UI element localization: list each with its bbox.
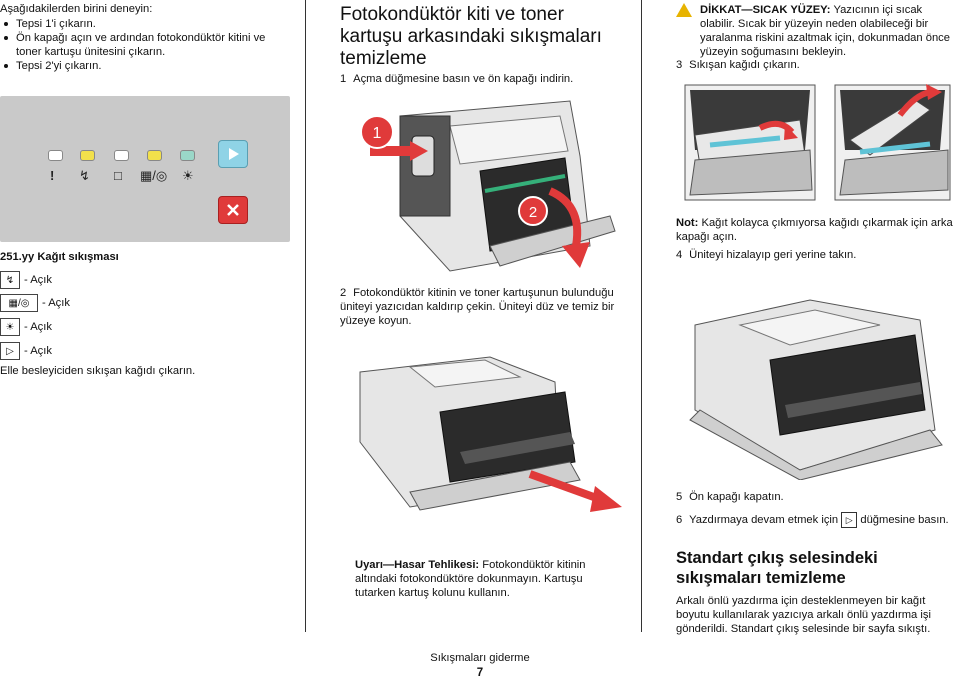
status-text: - Açık	[24, 274, 52, 286]
page-number: 7	[476, 667, 484, 679]
status-line: ▷ - Açık	[0, 342, 52, 360]
callout-1-number: 1	[373, 125, 382, 142]
list-item: Ön kapağı açın ve ardından fotokondüktör…	[0, 31, 290, 59]
printer-open-illustration: 1 2	[360, 100, 616, 272]
callout-2-badge	[518, 196, 548, 226]
led-indicator	[180, 150, 195, 161]
toner-photoconductor-icon: ▦/◎	[0, 294, 38, 312]
paper-jam-icon: ↯	[79, 168, 90, 183]
footer-title: Sıkışmaları giderme	[430, 652, 530, 664]
step-5: 5 Ön kapağı kapatın.	[676, 491, 784, 503]
step-4: 4 Üniteyi hizalayıp geri yerine takın.	[676, 249, 857, 261]
step-6: 6 Yazdırmaya devam etmek için ▷ düğmesin…	[676, 512, 960, 528]
status-text: - Açık	[24, 345, 52, 357]
paper-jam-icon: ↯	[0, 271, 20, 289]
led-indicator	[80, 150, 95, 161]
start-icon: ▷	[0, 342, 20, 360]
led-indicator	[48, 150, 63, 161]
step-1: 1 Açma düğmesine basın ve ön kapağı indi…	[340, 73, 574, 85]
cancel-button[interactable]	[218, 196, 248, 224]
section-heading: Fotokondüktör kiti ve toner kartuşu arka…	[340, 4, 602, 69]
section-heading-2: Standart çıkış selesindeki sıkışmaları t…	[676, 549, 878, 587]
note-text: Not: Kağıt kolayca çıkmıyorsa kağıdı çık…	[676, 217, 953, 243]
start-button[interactable]	[218, 140, 248, 168]
play-icon	[229, 148, 239, 160]
status-line: ☀ - Açık	[0, 318, 52, 336]
instruction-text: Elle besleyiciden sıkışan kağıdı çıkarın…	[0, 365, 196, 377]
led-indicator	[114, 150, 129, 161]
warning-note: Uyarı—Hasar Tehlikesi: Fotokondüktör kit…	[355, 559, 586, 599]
option-list: Tepsi 1'i çıkarın. Ön kapağı açın ve ard…	[0, 17, 290, 73]
column-divider	[641, 0, 642, 632]
section-paragraph: Arkalı önlü yazdırma için desteklenmeyen…	[676, 595, 931, 635]
led-indicator	[147, 150, 162, 161]
status-text: - Açık	[42, 297, 70, 309]
ready-light-icon: ☀	[0, 318, 20, 336]
start-icon: ▷	[841, 512, 858, 528]
list-item: Tepsi 1'i çıkarın.	[0, 17, 290, 31]
ready-light-icon: ☀	[182, 168, 194, 183]
intro-text: Aşağıdakilerden birini deneyin:	[0, 3, 153, 15]
printer-control-panel: ! ↯ □ ▦/◎ ☀	[0, 96, 290, 242]
status-line: ▦/◎ - Açık	[0, 294, 70, 312]
close-icon	[227, 204, 239, 216]
status-text: - Açık	[24, 321, 52, 333]
jam-removal-illustration-1	[684, 84, 816, 201]
list-item: Tepsi 2'yi çıkarın.	[0, 59, 290, 73]
column-divider	[305, 0, 306, 632]
caution-note: DİKKAT—SICAK YÜZEY: Yazıcının içi sıcak …	[676, 3, 956, 59]
caution-hot-surface-icon	[676, 3, 692, 17]
jam-removal-illustration-2	[834, 84, 951, 201]
step-2: 2 Fotokondüktör kitinin ve toner kartuşu…	[340, 287, 615, 327]
attention-icon: !	[50, 168, 55, 183]
status-line: ↯ - Açık	[0, 271, 52, 289]
jam-code-title: 251.yy Kağıt sıkışması	[0, 251, 119, 263]
printer-reinsert-illustration	[689, 299, 943, 480]
toner-photoconductor-icon: ▦/◎	[140, 168, 168, 183]
printer-remove-unit-illustration	[359, 356, 622, 512]
paper-icon: □	[114, 168, 122, 183]
step-3: 3 Sıkışan kağıdı çıkarın.	[676, 59, 800, 71]
callout-2-number: 2	[529, 204, 537, 221]
callout-1-badge	[360, 115, 394, 149]
